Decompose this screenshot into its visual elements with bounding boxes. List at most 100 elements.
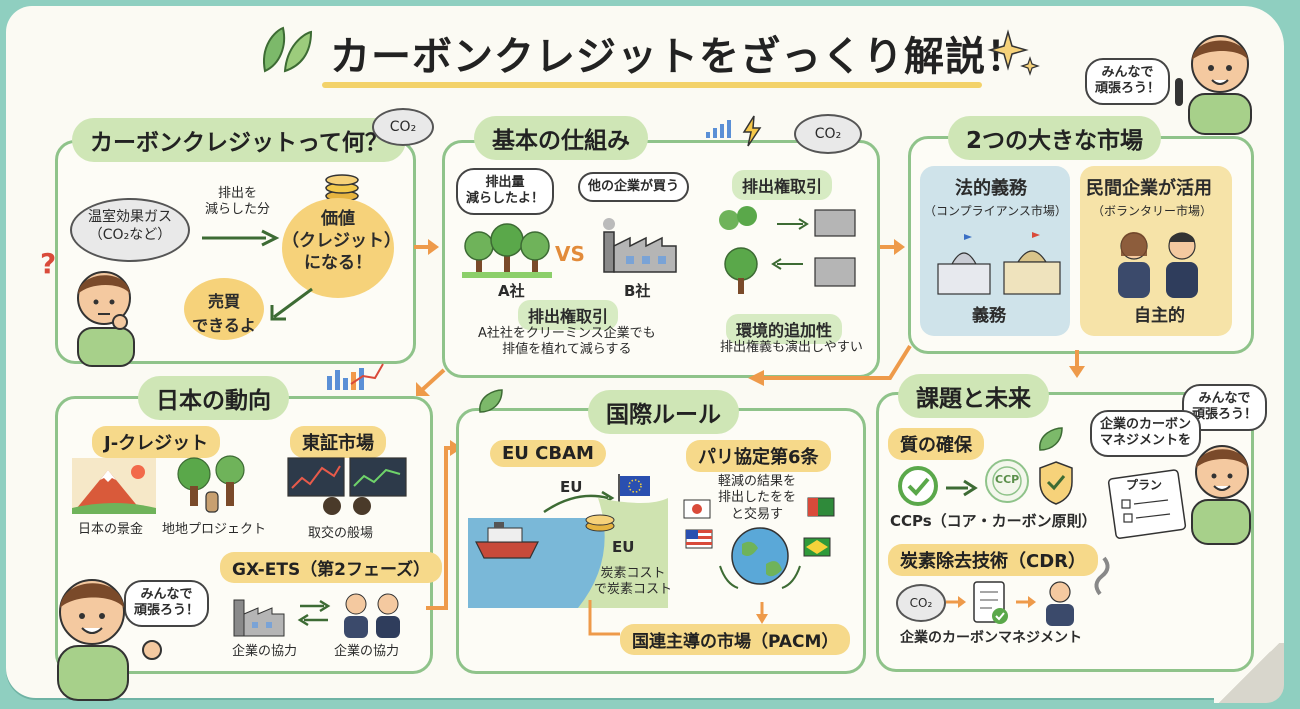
signal-bars-icon: [706, 120, 731, 138]
flow-arrow-2-4: [416, 368, 446, 396]
co2-cloud: CO₂: [372, 108, 434, 146]
ccp-seal-icon: [985, 459, 1029, 503]
heading-international-rules: 国際ルール: [588, 390, 739, 434]
company-b-bubble: 他の企業が買う: [578, 172, 690, 203]
private-sub: （ボランタリー市場）: [1092, 204, 1213, 218]
leaf-small-icon: [479, 389, 503, 413]
stock-traders-icon: [287, 457, 407, 515]
shield-check-icon: [1039, 461, 1073, 505]
checkmark-badge-icon: [898, 466, 938, 506]
heading-challenges-future: 課題と未来: [898, 374, 1049, 418]
pacm-connector: [588, 600, 620, 636]
image-label-exchange: 取交の般場: [308, 526, 374, 541]
company-a-bubble: 排出量 減らしたよ！: [456, 168, 555, 215]
cargo-ship-scene-icon: [468, 498, 668, 608]
co2-icon: CO₂: [896, 584, 946, 622]
trade-description: A社社をクリーミンス企業でも 排値を植れて減らする: [478, 326, 656, 358]
boy-character-icon: [1175, 35, 1252, 135]
tag-gx-ets: GX-ETS（第2フェーズ）: [220, 552, 443, 583]
handshake-people-icon: [344, 593, 400, 638]
tradable-circle: 売買 できるよ: [184, 278, 264, 340]
ccp-seal-label: CCP: [995, 473, 1020, 486]
future-speech-bubble: みんなで 頑張ろう！: [1182, 384, 1268, 431]
trade-cycle-icon: [719, 206, 856, 294]
env-description: 排出権義も演出しやすい: [720, 340, 863, 355]
smoke-icon: [1094, 556, 1110, 596]
eu-arrow-label: EU: [560, 478, 583, 496]
company-a-label: A社: [498, 282, 525, 300]
japan-speech-bubble: みんなで 頑張ろう！: [124, 580, 210, 627]
coin-stack-icon: [325, 174, 359, 202]
vs-label: VS: [555, 242, 585, 266]
flow-arrow-3-5: [748, 344, 912, 386]
carbon-management-bubble: 企業のカーボン マネジメントを: [1090, 410, 1202, 457]
pointing-boy-icon: [1191, 445, 1251, 545]
tag-env-additionality: 環境的追加性: [726, 314, 843, 344]
tag-emission-trade-right: 排出権取引: [732, 170, 833, 200]
factory-small-icon: [233, 599, 285, 637]
carbon-management-label: 企業のカーボンマネジメント: [900, 630, 1082, 646]
tag-tse-market: 東証市場: [290, 426, 386, 458]
plan-label: プラン: [1126, 478, 1163, 492]
tag-eu-cbam: EU CBAM: [490, 440, 606, 467]
cooperation-label-1: 企業の協力: [232, 644, 298, 659]
business-people-icon: [1118, 232, 1198, 298]
title-underline: [322, 82, 982, 88]
heading-two-markets: 2つの大きな市場: [948, 116, 1162, 160]
thinking-boy-icon: [77, 271, 135, 367]
company-b-label: B社: [624, 282, 651, 300]
eu-flag-icon: [618, 474, 650, 504]
tag-cdr: 炭素除去技術（CDR）: [888, 544, 1099, 576]
tag-paris-article6: パリ協定第6条: [686, 440, 831, 472]
value-credit-circle: 価値 （クレジット） になる！: [282, 198, 401, 298]
question-mark: ?: [40, 247, 57, 280]
private-title: 民間企業が活用: [1086, 178, 1212, 199]
heading-basic-mechanism: 基本の仕組み: [474, 116, 648, 160]
eu-land-label: EU: [612, 538, 635, 556]
waving-boy-icon: [57, 579, 162, 701]
legal-market-box: [920, 166, 1070, 336]
arrow-to-trade: [270, 287, 313, 321]
legal-label: 義務: [972, 306, 1006, 326]
tag-j-credit: J-クレジット: [92, 426, 221, 458]
tag-quality-assurance: 質の確保: [888, 428, 984, 460]
heading-what-is-credit: カーボンクレジットって何？: [72, 118, 406, 162]
plan-clipboard-icon: [1107, 469, 1187, 539]
government-building-icon: [937, 232, 1061, 295]
factory-icon: [603, 218, 677, 273]
cooperation-label-2: 企業の協力: [334, 644, 400, 659]
flow-arrow-3-6: [1069, 350, 1085, 378]
flow-arrow-2-3: [880, 239, 905, 255]
private-market-box: [1080, 166, 1232, 336]
globe-flags-icon: [683, 497, 835, 589]
bar-chart-icon: [327, 363, 384, 390]
tag-pacm: 国連主導の市場（PACM）: [620, 624, 851, 655]
right-arrow-icon: [946, 479, 978, 497]
page-title: カーボンクレジットをざっくり解説！: [330, 34, 1027, 80]
leaf-future-icon: [1039, 427, 1063, 451]
lightning-icon: [742, 115, 762, 147]
greenhouse-gas-cloud: 温室効果ガス （CO₂など）: [70, 198, 190, 262]
image-label-project: 地地プロジェクト: [162, 522, 267, 537]
tag-emission-trade-bottom: 排出権取引: [518, 300, 619, 330]
legal-title: 法的義務: [955, 178, 1027, 199]
ccps-label: CCPs（コア・カーボン原則）: [890, 512, 1097, 530]
sparkle-icon: [987, 29, 1040, 76]
private-label: 自主的: [1134, 306, 1185, 326]
down-arrow-icon: [756, 602, 768, 624]
exchange-arrows-icon: [297, 599, 331, 627]
heading-japan-trends: 日本の動向: [138, 376, 289, 420]
flow-arrow-1-2: [414, 239, 439, 255]
legal-sub: （コンプライアンス市場）: [924, 204, 1067, 218]
forest-project-icon: [177, 455, 245, 513]
co2-cloud-2: CO₂: [794, 114, 862, 154]
paris-description: 軽減の結果を 排出したをを と交易す: [718, 474, 797, 522]
mount-fuji-icon: [72, 458, 156, 514]
top-speech-bubble: みんなで 頑張ろう！: [1085, 58, 1171, 105]
leaf-icon: [263, 26, 313, 73]
cdr-flow-icon: [946, 581, 1074, 626]
image-label-japan: 日本の景金: [78, 522, 144, 537]
forest-icon: [462, 223, 552, 278]
arrow-to-value: [202, 229, 280, 247]
reduce-label: 排出を 減らした分: [205, 186, 271, 218]
